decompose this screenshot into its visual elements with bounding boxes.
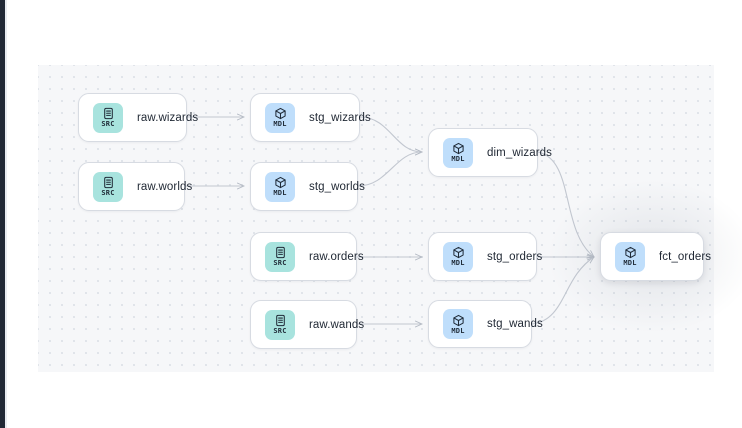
database-icon (102, 176, 115, 189)
node-label: dim_wizards (487, 146, 553, 159)
node-label: stg_worlds (309, 180, 365, 193)
node-type-tag: SRC (101, 120, 115, 128)
node-type-tag: SRC (101, 189, 115, 197)
node-label: raw.wands (309, 318, 365, 331)
left-nav-rail (0, 0, 5, 428)
cube-icon (452, 246, 465, 259)
node-type-badge-mdl: MDL (443, 137, 473, 168)
node-type-tag: MDL (451, 326, 465, 335)
cube-icon (452, 142, 465, 155)
node-raw_worlds[interactable]: SRC raw.worlds (78, 162, 192, 211)
database-icon (274, 314, 287, 327)
node-stg_wizards[interactable]: MDL stg_wizards (250, 93, 371, 142)
node-type-badge-src: SRC (93, 171, 123, 202)
node-label: raw.worlds (137, 180, 193, 193)
database-icon (102, 107, 115, 120)
node-type-badge-mdl: MDL (615, 241, 645, 272)
node-fct_orders[interactable]: MDL fct_orders (600, 232, 711, 281)
node-type-badge-mdl: MDL (443, 309, 473, 339)
node-stg_worlds[interactable]: MDL stg_worlds (250, 162, 365, 211)
node-stg_orders[interactable]: MDL stg_orders (428, 232, 542, 281)
node-label: raw.orders (309, 250, 364, 263)
rail-divider (5, 0, 7, 428)
node-dim_wizards[interactable]: MDL dim_wizards (428, 128, 552, 177)
node-type-tag: MDL (451, 155, 465, 163)
node-type-badge-src: SRC (265, 309, 295, 340)
node-stg_wands[interactable]: MDL stg_wands (428, 300, 543, 348)
node-type-tag: MDL (273, 120, 287, 128)
node-type-badge-mdl: MDL (265, 102, 295, 133)
node-type-badge-src: SRC (265, 241, 295, 272)
cube-icon (274, 176, 287, 189)
node-label: stg_orders (487, 250, 543, 263)
node-raw_wands[interactable]: SRC raw.wands (250, 300, 364, 349)
node-type-tag: SRC (273, 259, 287, 267)
node-type-badge-mdl: MDL (265, 171, 295, 202)
node-label: stg_wands (487, 318, 543, 330)
node-label: stg_wizards (309, 111, 371, 124)
node-type-tag: MDL (273, 189, 287, 197)
cube-icon (274, 107, 287, 120)
node-type-tag: MDL (451, 259, 465, 267)
node-raw_wizards[interactable]: SRC raw.wizards (78, 93, 198, 142)
node-type-tag: MDL (623, 259, 637, 267)
node-raw_orders[interactable]: SRC raw.orders (250, 232, 364, 281)
node-type-badge-src: SRC (93, 102, 123, 133)
database-icon (274, 246, 287, 259)
node-label: fct_orders (659, 250, 712, 263)
node-type-tag: SRC (273, 327, 287, 335)
cube-icon (624, 246, 637, 259)
node-label: raw.wizards (137, 111, 199, 124)
node-type-badge-mdl: MDL (443, 241, 473, 272)
cube-icon (452, 314, 465, 327)
lineage-graph-canvas[interactable] (38, 65, 714, 372)
